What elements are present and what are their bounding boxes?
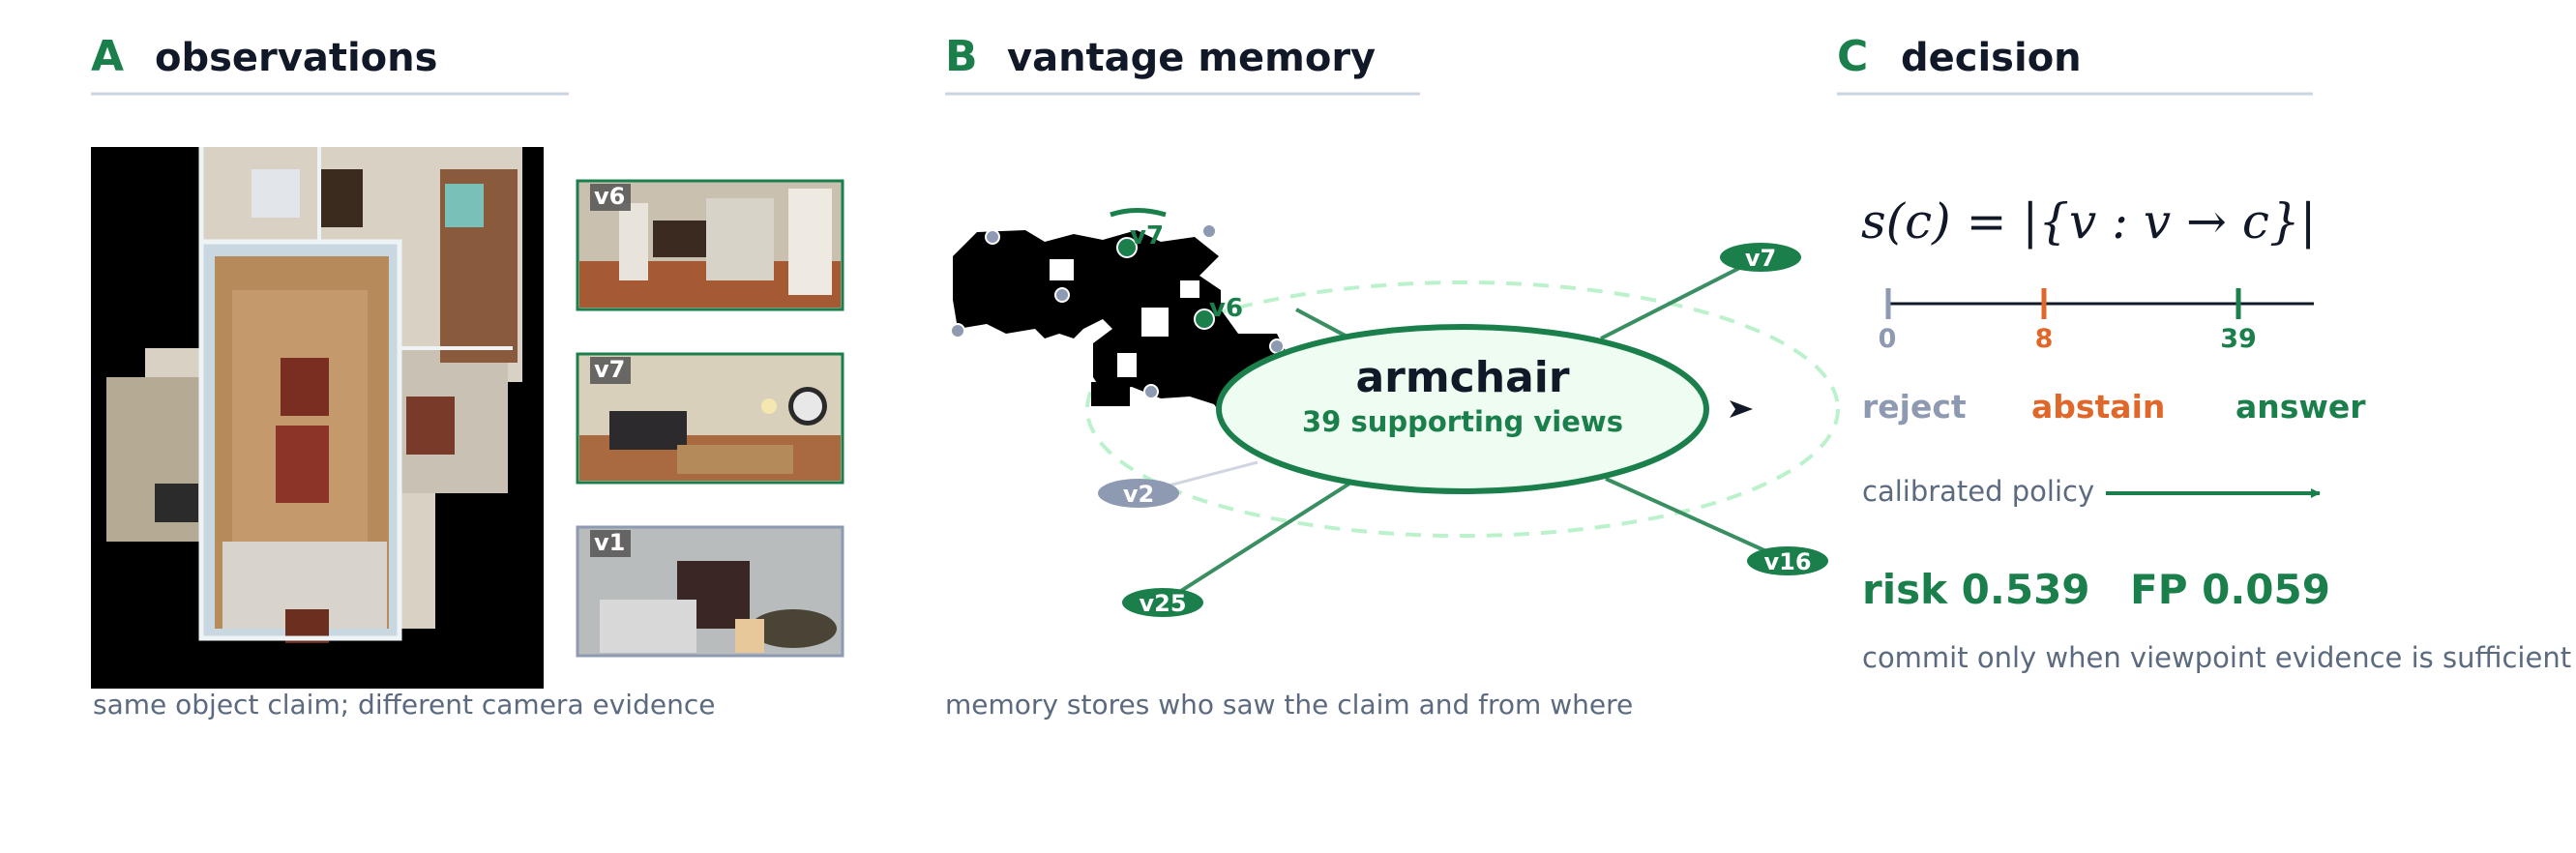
policy-label: calibrated policy: [1862, 475, 2094, 508]
map-label-v6: v6: [1209, 294, 1243, 323]
claim-node: [1216, 324, 1709, 494]
view-node-label: v7: [1745, 245, 1776, 272]
thumbnail-v1: v1: [576, 525, 844, 658]
panel-b-caption: memory stores who saw the claim and from…: [945, 689, 1633, 721]
outcome-reject: reject: [1862, 388, 1967, 426]
claim-node-subtitle: 39 supporting views: [1302, 405, 1623, 438]
thumbnail-label: v7: [594, 356, 625, 383]
panel-b-letter: B: [945, 32, 978, 81]
node-output-arrow: [1730, 400, 1753, 418]
thumbnail-v6: v6: [576, 179, 844, 311]
outcome-abstain: abstain: [2031, 388, 2165, 426]
view-node-v7: v7: [1720, 243, 1801, 272]
thumbnail-label: v1: [594, 529, 625, 556]
outcome-answer: answer: [2235, 388, 2366, 426]
fp-metric: FP 0.059: [2130, 566, 2330, 613]
spoke-v16: [1605, 477, 1789, 563]
map-view-v7: [1116, 237, 1138, 258]
risk-metric: risk 0.539: [1862, 566, 2090, 613]
view-node-v25: v25: [1122, 588, 1203, 617]
tick-label-0: 0: [1879, 324, 1897, 354]
panel-c-title: decision: [1901, 36, 2082, 80]
thumbnail-label: v6: [594, 183, 625, 210]
map-label-v7: v7: [1130, 221, 1164, 250]
map-view-v6: [1194, 309, 1215, 330]
view-node-v16: v16: [1747, 546, 1828, 575]
panel-a-letter: A: [91, 32, 124, 81]
panel-c: C decision s(c) = |{v : v → c}| 0 8 39 r…: [1837, 32, 2571, 674]
occupancy-map: v7 v6: [950, 208, 1294, 418]
claim-node-title: armchair: [1355, 353, 1569, 402]
panel-b-title: vantage memory: [1007, 36, 1376, 80]
panel-a-caption: same object claim; different camera evid…: [93, 689, 715, 721]
thumbnail-v7: v7: [576, 352, 844, 485]
view-node-label: v25: [1139, 590, 1186, 617]
view-node-label: v16: [1763, 548, 1811, 575]
panel-c-letter: C: [1837, 32, 1868, 81]
floorplan-render: [91, 147, 544, 689]
tick-label-8: 8: [2035, 324, 2054, 354]
view-node-v2: v2: [1098, 479, 1179, 508]
spoke-v7: [1600, 255, 1762, 340]
support-ring: [1085, 280, 1840, 538]
panel-a: A observations: [91, 32, 844, 721]
panel-b: B vantage memory v7: [945, 32, 1840, 721]
panel-a-title: observations: [155, 36, 437, 80]
spoke-v25: [1161, 482, 1351, 604]
view-node-label: v2: [1123, 481, 1154, 508]
score-formula: s(c) = |{v : v → c}|: [1861, 193, 2316, 250]
tick-label-39: 39: [2220, 324, 2257, 354]
decision-note: commit only when viewpoint evidence is s…: [1862, 641, 2571, 674]
